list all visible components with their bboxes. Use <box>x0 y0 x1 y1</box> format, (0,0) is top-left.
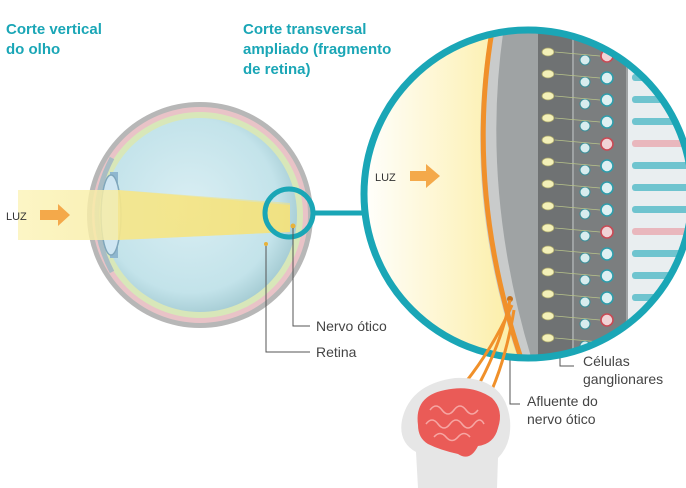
label-light-left: LUZ <box>6 208 27 226</box>
bipolar-cell <box>580 121 590 131</box>
label-ganglion-cells: Células ganglionares <box>583 352 663 388</box>
photoreceptor-outer-segment <box>632 162 686 169</box>
title-left-line-1: Corte vertical <box>6 20 102 40</box>
rod-cell <box>601 182 613 194</box>
photoreceptor-outer-segment <box>632 272 686 279</box>
ganglion-cell <box>542 158 554 166</box>
rod-cell <box>601 270 613 282</box>
rod-cell <box>601 248 613 260</box>
bipolar-cell <box>580 231 590 241</box>
ganglion-cell <box>542 136 554 144</box>
ganglion-cell <box>542 180 554 188</box>
bipolar-cell <box>580 99 590 109</box>
rod-cell <box>601 292 613 304</box>
title-right-line-1: Corte transversal <box>243 20 391 40</box>
rod-cell <box>601 72 613 84</box>
title-vertical-section: Corte vertical do olho <box>6 20 102 60</box>
ganglion-cell <box>542 224 554 232</box>
bipolar-cell <box>580 165 590 175</box>
ganglion-cell <box>542 312 554 320</box>
ganglion-cell <box>542 70 554 78</box>
ganglion-cell <box>542 290 554 298</box>
rod-cell <box>601 28 613 40</box>
title-left-line-2: do olho <box>6 40 102 60</box>
label-afferent-line-1: Afluente do <box>527 392 598 410</box>
photoreceptor-outer-segment <box>632 206 686 213</box>
title-right-line-2: ampliado (fragmento <box>243 40 391 60</box>
retina-zoom <box>360 20 686 380</box>
photoreceptor-outer-segment <box>632 228 686 235</box>
retina-dot <box>264 242 268 246</box>
bipolar-cell <box>580 275 590 285</box>
bipolar-cell <box>580 55 590 65</box>
photoreceptor-outer-segment <box>632 140 686 147</box>
label-optic-nerve: Nervo ótico <box>316 317 387 335</box>
photoreceptor-outer-segment <box>632 30 686 37</box>
head-with-brain <box>401 378 510 488</box>
rod-cell <box>601 94 613 106</box>
label-retina: Retina <box>316 343 356 361</box>
bipolar-cell <box>580 209 590 219</box>
rod-cell <box>601 204 613 216</box>
rod-cell <box>601 160 613 172</box>
photoreceptor-outer-segment <box>632 338 686 345</box>
fovea-dot <box>291 224 296 229</box>
label-afferent-line-2: nervo ótico <box>527 410 598 428</box>
ganglion-cell <box>542 246 554 254</box>
label-ganglion-line-2: ganglionares <box>583 370 663 388</box>
title-right-line-3: de retina) <box>243 60 391 80</box>
ganglion-cell <box>542 48 554 56</box>
bipolar-cell <box>580 297 590 307</box>
bipolar-cell <box>580 77 590 87</box>
label-ganglion-line-1: Células <box>583 352 663 370</box>
label-optic-nerve-afferent: Afluente do nervo ótico <box>527 392 598 428</box>
cone-cell <box>601 314 613 326</box>
eye-cross-section <box>18 102 366 328</box>
ganglion-cell <box>542 92 554 100</box>
title-transverse-section: Corte transversal ampliado (fragmento de… <box>243 20 391 80</box>
bipolar-cell <box>580 187 590 197</box>
ganglion-cell <box>542 114 554 122</box>
ganglion-cell <box>542 268 554 276</box>
ganglion-cell <box>542 202 554 210</box>
photoreceptor-outer-segment <box>632 184 686 191</box>
ganglion-cell <box>542 334 554 342</box>
photoreceptor-outer-segment <box>632 52 686 59</box>
cone-cell <box>601 138 613 150</box>
cone-cell <box>601 226 613 238</box>
bipolar-cell <box>580 319 590 329</box>
label-light-right: LUZ <box>375 169 396 187</box>
rod-cell <box>601 116 613 128</box>
bipolar-cell <box>580 253 590 263</box>
bipolar-cell <box>580 143 590 153</box>
